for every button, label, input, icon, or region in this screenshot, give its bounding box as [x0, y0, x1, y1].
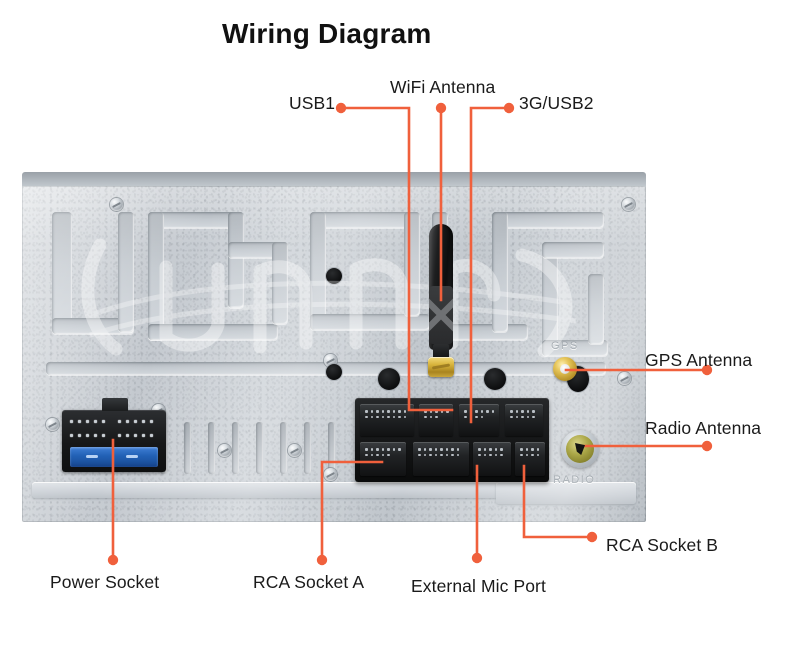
callout-label-power-socket: Power Socket: [50, 572, 160, 592]
radio-emboss-label: RADIO: [553, 474, 596, 486]
power-socket-pin-row: [70, 420, 105, 423]
power-socket[interactable]: [62, 398, 166, 472]
radio-antenna-jack[interactable]: [561, 430, 599, 468]
sub-connector-pins: [478, 448, 506, 456]
chassis-channel: [404, 212, 420, 316]
dot-external-mic-port: [471, 552, 483, 564]
gps-antenna-connector[interactable]: [553, 357, 577, 381]
power-socket-pin-row: [118, 434, 153, 437]
dot-rca-socket-b: [586, 531, 598, 543]
power-socket-key: [70, 447, 158, 467]
chassis-hole: [484, 368, 506, 390]
sub-connector[interactable]: [505, 404, 543, 436]
vent-slot: [280, 422, 287, 474]
chassis-hole: [378, 368, 400, 390]
power-socket-latch: [102, 398, 128, 411]
chassis-channel: [310, 212, 326, 328]
sub-connector[interactable]: [413, 442, 469, 476]
vent-slot: [304, 422, 311, 474]
wifi-antenna-sma-connector[interactable]: [428, 357, 454, 377]
chassis-channel: [542, 340, 608, 356]
chassis-channel: [148, 212, 244, 228]
callout-label-usb1: USB1: [289, 93, 336, 113]
chassis-channel: [52, 318, 134, 334]
chassis-channel: [310, 314, 430, 330]
callout-label-gps-antenna: GPS Antenna: [645, 350, 753, 370]
chassis-hole: [326, 364, 342, 380]
callout-label-external-mic-port: External Mic Port: [411, 576, 546, 596]
chassis-screw: [46, 418, 59, 431]
sub-connector[interactable]: [360, 404, 414, 436]
dot-usb1: [335, 102, 347, 114]
callout-label-3g-usb2: 3G/USB2: [519, 93, 594, 113]
vent-slot: [184, 422, 191, 474]
vent-slot: [328, 422, 335, 474]
power-socket-pin-row: [70, 434, 105, 437]
radio-jack-pin: [575, 443, 585, 455]
chassis-screw: [618, 372, 631, 385]
callout-label-wifi-antenna: WiFi Antenna: [390, 77, 496, 97]
sub-connector-pins: [418, 448, 464, 456]
chassis-screw: [622, 198, 635, 211]
connector-block[interactable]: [355, 398, 549, 482]
sub-connector[interactable]: [419, 404, 453, 436]
chassis-screw: [288, 444, 301, 457]
chassis-hole: [326, 268, 342, 284]
chassis-screw: [110, 198, 123, 211]
sub-connector[interactable]: [459, 404, 499, 436]
page-title: Wiring Diagram: [222, 18, 432, 49]
vent-slot: [256, 422, 263, 474]
dot-rca-socket-a: [316, 554, 328, 566]
sub-connector-pins: [520, 448, 541, 456]
sub-connector-pins: [365, 410, 409, 418]
wifi-antenna[interactable]: [425, 224, 457, 380]
vent-slot: [208, 422, 215, 474]
chassis-channel: [492, 212, 604, 228]
chassis-channel: [228, 212, 244, 308]
power-socket-pin-row: [118, 420, 153, 423]
sub-connector-pins: [464, 410, 494, 418]
chassis-channel: [542, 242, 604, 258]
sub-connector[interactable]: [473, 442, 511, 476]
chassis-screw: [218, 444, 231, 457]
vent-slot: [232, 422, 239, 474]
callout-label-rca-socket-a: RCA Socket A: [253, 572, 365, 592]
chassis-channel: [148, 324, 278, 340]
dot-wifi-antenna: [435, 102, 447, 114]
chassis-channel: [148, 212, 164, 340]
chassis-screw: [324, 468, 337, 481]
wifi-antenna-grip: [429, 286, 453, 344]
chassis-channel: [588, 274, 604, 344]
chassis-channel: [542, 242, 558, 354]
dot-power-socket: [107, 554, 119, 566]
chassis-screw: [324, 354, 337, 367]
sub-connector-pins: [510, 410, 538, 418]
callout-label-rca-socket-b: RCA Socket B: [606, 535, 719, 555]
dot-3g-usb2: [503, 102, 515, 114]
chassis-channel: [118, 212, 134, 332]
callout-label-radio-antenna: Radio Antenna: [645, 418, 762, 438]
sub-connector-pins: [424, 410, 449, 418]
chassis-channel: [272, 242, 288, 324]
chassis-flange: [32, 482, 502, 498]
sub-connector-pins: [365, 448, 401, 456]
chassis-channel: [492, 212, 508, 332]
gps-emboss-label: GPS: [551, 340, 579, 352]
chassis-channel: [52, 212, 72, 332]
dot-radio-antenna: [701, 440, 713, 452]
